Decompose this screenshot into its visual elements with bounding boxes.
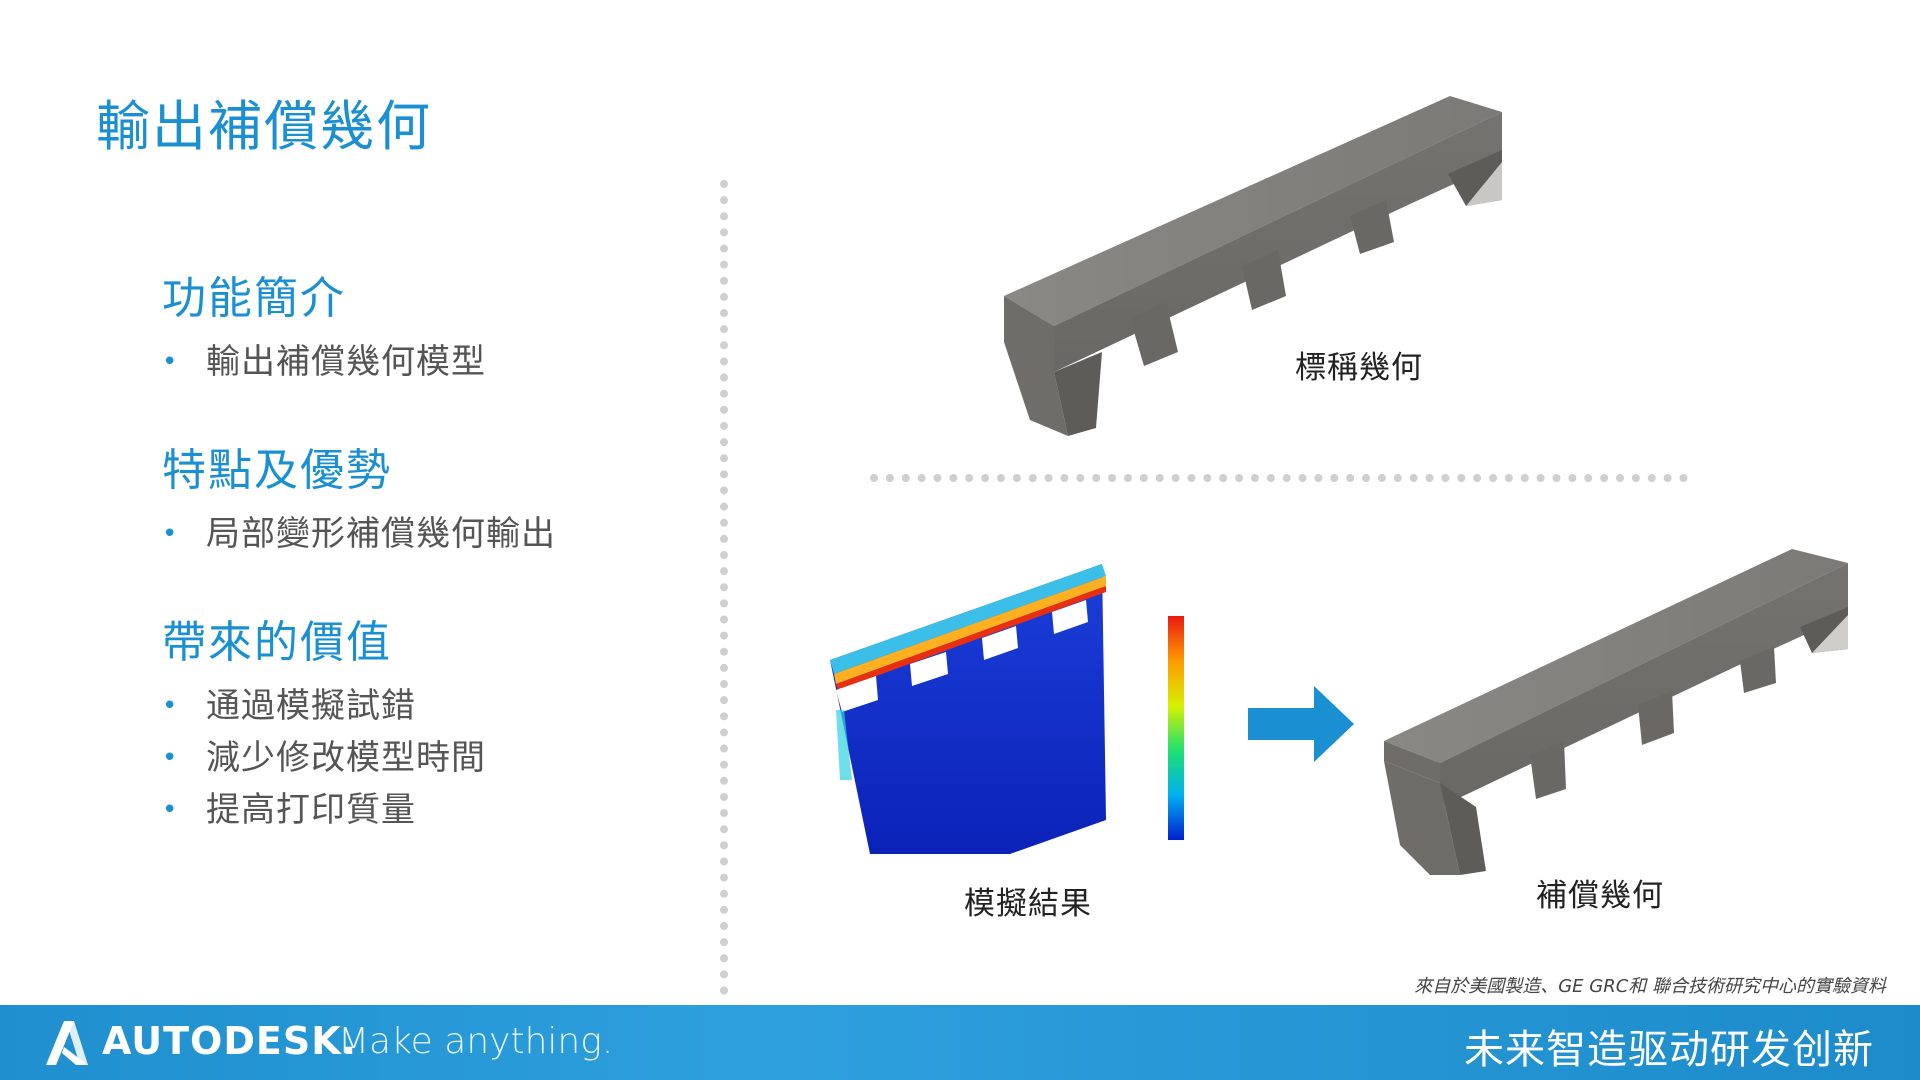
brand-tagline: Make anything. <box>338 1021 614 1062</box>
simulation-result-image <box>830 564 1106 854</box>
footer-bar: AUTODESK. Make anything. 未来智造驱动研发创新 <box>0 1005 1920 1080</box>
color-legend-bar <box>1168 616 1184 840</box>
bullet-item: •局部變形補償幾何輸出 <box>162 508 556 560</box>
bullet-icon: • <box>162 519 179 549</box>
vertical-divider <box>720 180 728 995</box>
section-heading: 特點及優勢 <box>162 445 392 496</box>
arrow-right-icon <box>1248 686 1354 762</box>
compensated-geometry-image <box>1384 549 1848 875</box>
bullet-icon: • <box>162 743 179 773</box>
bullet-icon: • <box>162 795 179 825</box>
bullet-item: •輸出補償幾何模型 <box>162 336 486 388</box>
source-note: 來自於美國製造、GE GRC和 聯合技術研究中心的實驗資料 <box>1414 976 1886 997</box>
compensated-geometry-label: 補償幾何 <box>1536 878 1664 914</box>
bullet-item: •減少修改模型時間 <box>162 732 486 784</box>
footer-slogan: 未来智造驱动研发创新 <box>1464 1027 1874 1073</box>
bullet-icon: • <box>162 691 179 721</box>
horizontal-divider <box>870 474 1688 482</box>
brand-name: AUTODESK. <box>102 1019 358 1063</box>
simulation-result-label: 模擬結果 <box>964 886 1092 922</box>
nominal-geometry-image <box>1004 96 1502 436</box>
autodesk-logo-icon <box>46 1021 88 1065</box>
nominal-geometry-label: 標稱幾何 <box>1295 350 1423 386</box>
slide-title: 輸出補償幾何 <box>96 95 432 158</box>
bullet-icon: • <box>162 347 179 377</box>
section-features: 特點及優勢 •局部變形補償幾何輸出 <box>162 434 556 560</box>
section-overview: 功能簡介 •輸出補償幾何模型 <box>162 262 486 388</box>
bullet-item: •通過模擬試錯 <box>162 680 486 732</box>
section-heading: 帶來的價值 <box>162 617 392 668</box>
bullet-item: •提高打印質量 <box>162 784 486 836</box>
section-heading: 功能簡介 <box>162 273 346 324</box>
section-value: 帶來的價值 •通過模擬試錯 •減少修改模型時間 •提高打印質量 <box>162 606 486 836</box>
